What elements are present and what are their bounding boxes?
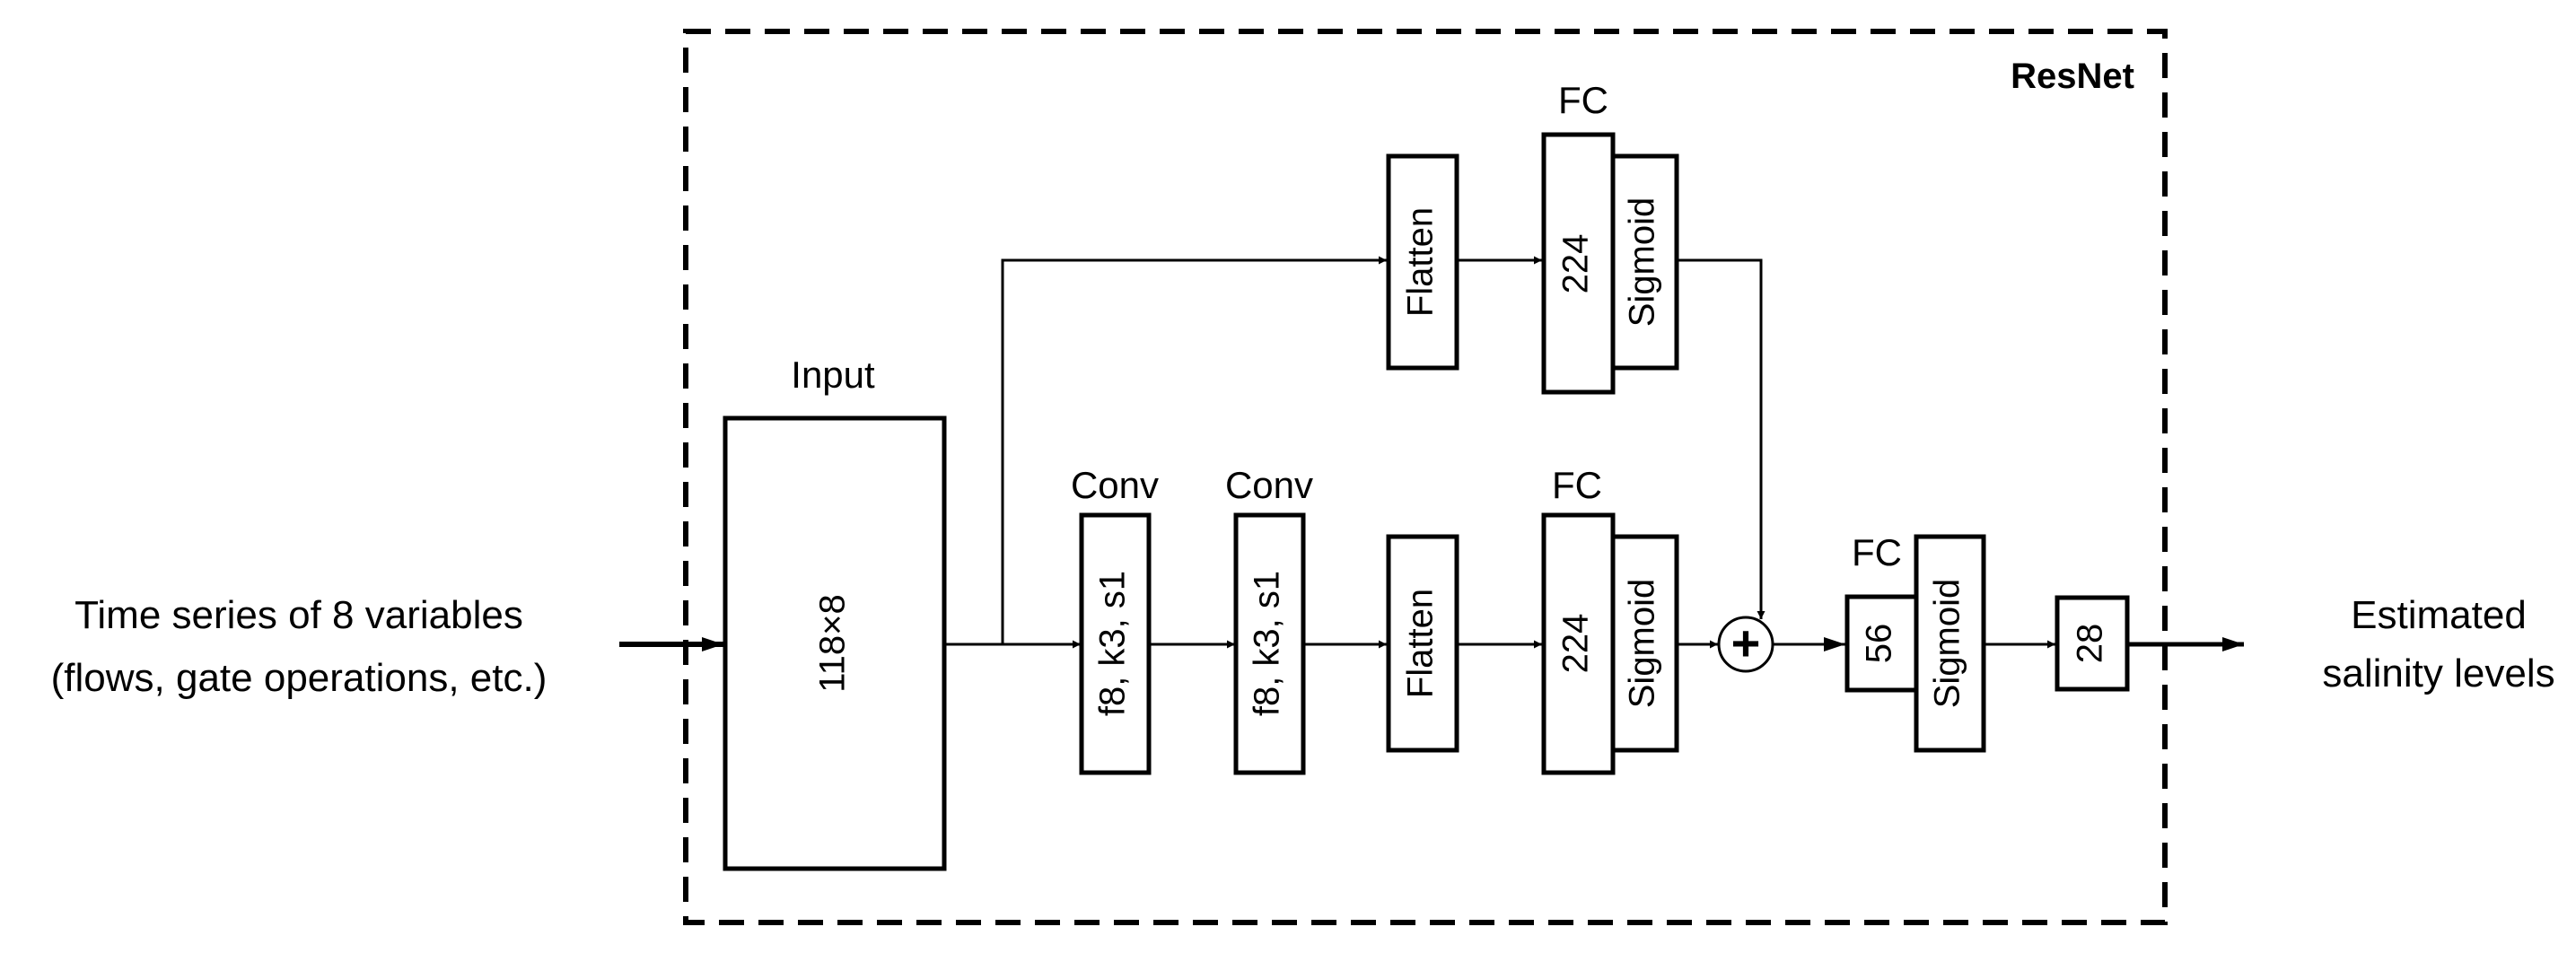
flatten-top-block (1386, 153, 1459, 371)
fc-bottom-units: 224 (1556, 614, 1596, 674)
fc-top-units: 224 (1556, 234, 1596, 294)
input-description-line1: Time series of 8 variables (74, 593, 523, 637)
fc-bottom-activation-block (1610, 534, 1679, 753)
arrow-fc-top-add (1677, 258, 1766, 619)
input-block (723, 415, 947, 871)
output-size: 28 (2071, 624, 2110, 664)
conv2-params: f8, k3, s1 (1248, 571, 1287, 716)
fc-final-units-block (1844, 594, 1919, 693)
fc-top-units-block (1541, 132, 1616, 395)
conv2-header: Conv (1225, 464, 1313, 506)
fc-final-units: 56 (1860, 624, 1899, 664)
frame-title: ResNet (2011, 57, 2134, 96)
fc-top-activation-block (1610, 153, 1679, 371)
conv1-params: f8, k3, s1 (1093, 571, 1133, 716)
skip-branch-arrow (1001, 256, 1387, 644)
add-node (1717, 616, 1774, 673)
flatten-bottom-block (1386, 534, 1459, 753)
conv1-block (1079, 512, 1152, 775)
conv2-block (1233, 512, 1306, 775)
output-block (2055, 595, 2130, 692)
add-symbol: + (1731, 615, 1761, 671)
fc-final-activation-block (1914, 534, 1986, 753)
fc-top-activation: Sigmoid (1623, 197, 1662, 328)
fc-bottom-header: FC (1552, 464, 1602, 506)
connectors (619, 256, 2244, 651)
fc-top-header: FC (1558, 79, 1608, 121)
fc-bottom-units-block (1541, 512, 1616, 775)
fc-final-header: FC (1852, 531, 1902, 573)
fc-final-activation: Sigmoid (1928, 579, 1967, 709)
conv1-header: Conv (1071, 464, 1159, 506)
flatten-bottom-label: Flatten (1401, 589, 1441, 698)
flatten-top-label: Flatten (1401, 207, 1441, 317)
output-description-line2: salinity levels (2322, 651, 2554, 695)
input-header: Input (791, 354, 875, 396)
input-shape-label: 118×8 (813, 594, 853, 692)
output-description-line1: Estimated (2351, 593, 2527, 637)
input-description-line2: (flows, gate operations, etc.) (51, 656, 548, 700)
fc-bottom-activation: Sigmoid (1623, 579, 1662, 709)
